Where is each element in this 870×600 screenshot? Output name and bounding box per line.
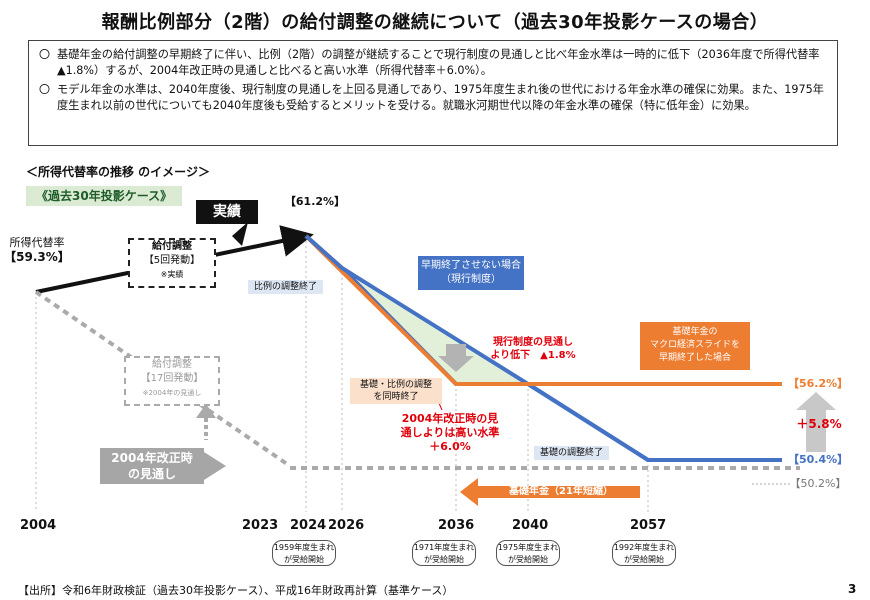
adjustment-17-box: 給付調整 【17回発動】 ※2004年の見通し [124,356,220,406]
note-line2: が受給開始 [624,555,664,564]
page-title: 報酬比例部分（2階）の給付調整の継続について（過去30年投影ケースの場合） [101,12,769,33]
start-label-line2: 【59.3%】 [4,250,70,264]
note-line1: 1992年度生まれ [613,543,675,552]
year-2036: 2036 [438,518,475,533]
summary-text-2: モデル年金の水準は、2040年度後、現行制度の見通しを上回る見通しであり、197… [57,83,824,112]
adj17-line2: 【17回発動】 [140,373,204,384]
year-2023: 2023 [242,518,279,533]
cohort-note-1992: 1992年度生まれ が受給開始 [612,540,676,566]
higher-line3: ＋6.0% [429,440,471,453]
year-2026: 2026 [328,518,365,533]
kiso-short-arrow [460,478,640,506]
plus-arrow [796,392,836,452]
higher-label: 2004年改正時の見 通しよりは高い水準 ＋6.0% [392,412,508,454]
early-line1: 基礎年金の [672,327,718,337]
section-label: ＜所得代替率の推移 のイメージ＞ [26,165,210,179]
case-tag: 《過去30年投影ケース》 [26,186,183,206]
right-plus-label: ＋5.8% [796,417,842,431]
summary-box: 〇 基礎年金の給付調整の早期終了に伴い、比例（2階）の調整が継続することで現行制… [28,40,838,146]
cohort-note-1959: 1959年度生まれ が受給開始 [272,540,336,566]
adjustment-5-box: 給付調整 【5回発動】 ※実績 [128,238,216,288]
higher-line2: 通しよりは高い水準 [400,426,500,439]
summary-text-1: 基礎年金の給付調整の早期終了に伴い、比例（2階）の調整が継続することで現行制度の… [57,48,820,77]
right-502-label: 【50.2%】 [789,477,847,490]
bullet-mark: 〇 [39,83,50,96]
year-2024: 2024 [290,518,327,533]
simul-end-line2: を同時終了 [373,392,419,402]
adj5-line2: 【5回発動】 [143,255,201,266]
hirei-end-tag: 比例の調整終了 [248,280,324,294]
simul-end-tag: 基礎・比例の調整 を同時終了 [350,378,442,404]
note-line2: が受給開始 [424,555,464,564]
forecast-2004-line [34,290,292,468]
old-forecast-line1: 2004年改正時 [111,451,193,465]
jisseki-label: 実績 [196,200,258,224]
kiso-end-tag: 基礎の調整終了 [534,446,610,460]
summary-bullet: 〇 基礎年金の給付調整の早期終了に伴い、比例（2階）の調整が継続することで現行制… [39,47,827,79]
kiso-short-label: 基礎年金（21年短縮） [509,486,613,497]
note-line1: 1975年度生まれ [497,543,559,552]
old-forecast-label: 2004年改正時 の見通し [100,448,204,484]
adj5-line3: ※実績 [160,270,184,279]
note-line2: が受給開始 [284,555,324,564]
early-termination-label: 基礎年金の マクロ経済スライドを 早期終了した場合 [640,322,750,370]
start-label-line1: 所得代替率 [9,236,65,249]
note-line1: 1971年度生まれ [413,543,475,552]
current-line1: 早期終了させない場合 [421,260,521,271]
source-footer: 【出所】令和6年財政検証（過去30年投影ケース）、平成16年財政再計算（基準ケー… [18,584,454,597]
year-2040: 2040 [512,518,549,533]
old-forecast-line2: の見通し [127,467,176,481]
adj5-line1: 給付調整 [152,241,192,252]
right-562-label: 【56.2%】 [788,377,849,390]
drop-label: 現行制度の見通し より低下 ▲1.8% [476,336,590,362]
current-system-label: 早期終了させない場合 （現行制度） [418,256,524,290]
year-2004: 2004 [20,518,57,533]
adj17-line1: 給付調整 [152,359,192,370]
adj17-line3: ※2004年の見通し [142,389,202,397]
peak-label: 【61.2%】 [284,195,346,208]
right-504-label: 【50.4%】 [788,453,849,466]
early-line3: 早期終了した場合 [658,353,731,363]
note-line1: 1959年度生まれ [273,543,335,552]
page-number: 3 [848,582,857,596]
drop-line2: より低下 ▲1.8% [490,350,576,361]
start-label: 所得代替率 【59.3%】 [2,236,72,264]
cohort-note-1971: 1971年度生まれ が受給開始 [412,540,476,566]
year-2057: 2057 [630,518,667,533]
cohort-note-1975: 1975年度生まれ が受給開始 [496,540,560,566]
drop-line1: 現行制度の見通し [493,337,573,348]
higher-line1: 2004年改正時の見 [401,412,499,425]
grey-arrow-up [196,404,216,418]
bullet-mark: 〇 [39,48,50,61]
note-line2: が受給開始 [508,555,548,564]
current-line2: （現行制度） [441,274,501,285]
jisseki-arrow-head [232,222,248,246]
drop-arrow [438,344,474,372]
early-line2: マクロ経済スライドを [649,340,740,350]
simul-end-line1: 基礎・比例の調整 [359,380,432,390]
summary-bullet: 〇 モデル年金の水準は、2040年度後、現行制度の見通しを上回る見通しであり、1… [39,82,827,114]
